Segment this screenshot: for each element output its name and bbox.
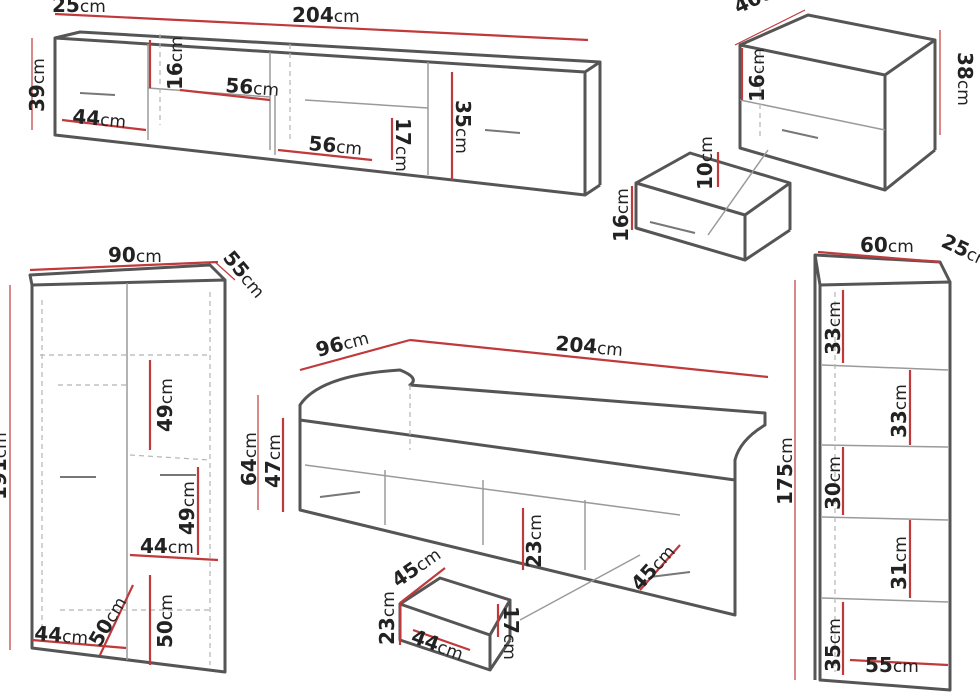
bookcase-shelf2-label: 33cm [887,384,911,438]
bed-length-label: 204cm [555,331,625,361]
drawer-inner-height-label: 10cm [693,136,717,190]
dimension-lines [9,9,949,680]
nightstand-width-label: 40cm [730,0,789,19]
bookcase-width-label: 60cm [860,233,914,257]
bookcase-inner-width-label: 55cm [865,653,919,677]
wardrobe-door-width-label: 44cm [34,621,89,649]
bed-depth-label: 96cm [313,325,371,362]
nightstand-drawer [634,149,792,262]
bed-height-label: 64cm [237,432,261,486]
nightstand-shelf-label: 16cm [745,48,769,102]
wardrobe-shelf1-label: 49cm [153,378,177,432]
wardrobe-bottom-depth-label: 50cm [84,592,132,651]
bed-compartment-height-label: 23cm [522,514,546,568]
bookcase-shelf1-label: 33cm [821,301,845,355]
bed-drawer-height-label: 23cm [375,591,399,645]
tv-inner-width1-label: 56cm [225,73,280,101]
bed [298,368,767,617]
bed-drawer-inner-height-label: 17cm [499,606,523,660]
wardrobe-height-label: 191cm [0,432,11,500]
bed-drawer-depth-label: 45cm [387,542,445,592]
wardrobe-shelf2-label: 49cm [175,481,199,535]
bed-drawer-width-label: 44cm [408,624,467,665]
bookcase-shelf3-label: 30cm [821,456,845,510]
bookcase-height-label: 175cm [773,437,797,505]
wardrobe [28,263,227,674]
bookcase-shelf4-label: 31cm [887,536,911,590]
tv-stand [53,30,602,197]
tv-width-label: 204cm [292,3,360,27]
nightstand-height-label: 38cm [953,52,977,106]
bookcase-depth-label: 25cm [938,229,980,273]
wardrobe-inner-width-label: 44cm [140,534,194,558]
tv-shelf-height-label: 16cm [163,36,187,90]
bed-side-height-label: 47cm [261,434,285,488]
bookcase [813,253,952,692]
tv-depth-label: 25cm [52,0,106,17]
bed-compartment-depth-label: 45cm [626,539,680,595]
tv-height-label: 39cm [25,58,49,112]
drawer-height-label: 16cm [609,188,633,242]
dimension-labels: 25cm 204cm 39cm 16cm 56cm 44cm 56cm 17cm… [0,0,980,677]
tv-shelf2-height-label: 17cm [391,118,415,172]
tv-door-height-label: 35cm [451,100,475,154]
nightstand [738,13,937,192]
tv-inner-width2-label: 56cm [308,131,364,160]
wardrobe-bottom-height-label: 50cm [153,594,177,648]
tv-door-width-label: 44cm [72,104,128,133]
bookcase-shelf5-label: 35cm [821,618,845,672]
wardrobe-width-label: 90cm [108,243,162,267]
